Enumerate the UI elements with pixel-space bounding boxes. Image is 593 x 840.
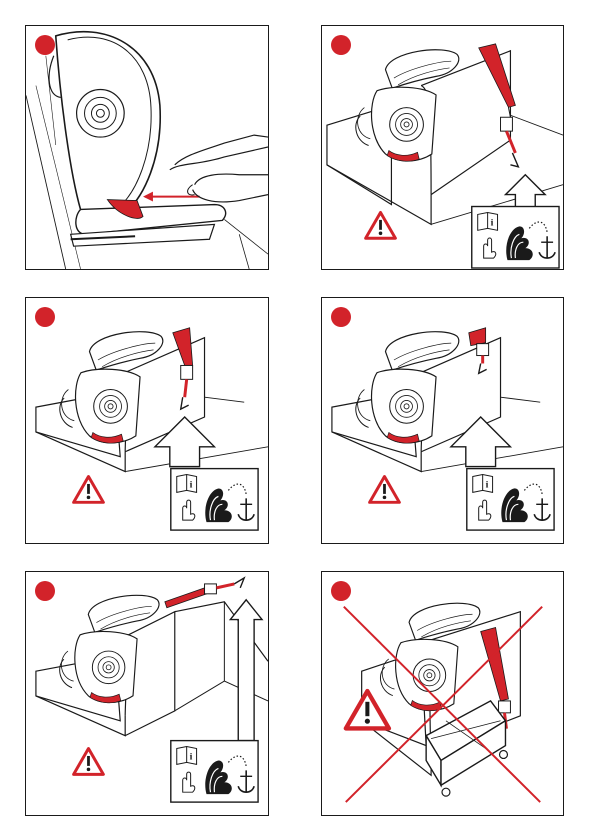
top-tether-illustration — [322, 26, 563, 269]
step-panel-3 — [25, 297, 269, 544]
step-number-badge — [331, 307, 351, 327]
incorrect-luggage-illustration — [322, 572, 563, 815]
step-number-badge — [35, 581, 55, 601]
step-number-badge — [331, 35, 351, 55]
top-tether-illustration — [26, 298, 268, 543]
step-panel-1 — [25, 25, 269, 270]
step-number-badge — [35, 307, 55, 327]
step-panel-2 — [321, 25, 564, 270]
step-number-badge — [331, 581, 351, 601]
step-panel-5 — [25, 571, 269, 816]
step-panel-6-incorrect — [321, 571, 564, 816]
seat-install-illustration — [26, 26, 268, 269]
step-number-badge — [35, 35, 55, 55]
step-panel-4 — [321, 297, 564, 544]
top-tether-illustration — [322, 298, 563, 543]
top-tether-trunk-illustration — [26, 572, 268, 815]
